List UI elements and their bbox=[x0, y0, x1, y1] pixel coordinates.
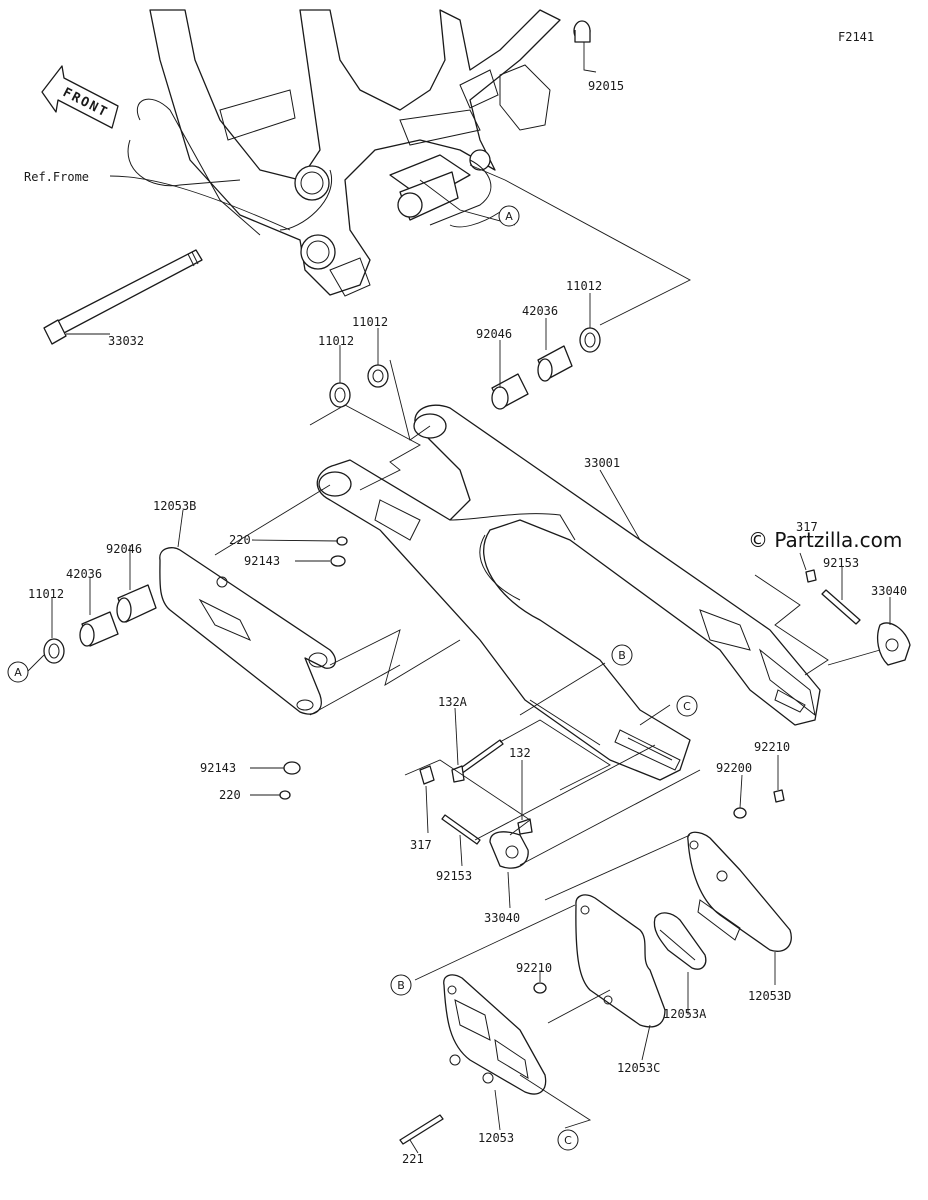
partzilla-watermark: © Partzilla.com bbox=[748, 528, 903, 552]
part-label-92210-b: 92210 bbox=[516, 961, 552, 975]
svg-text:B: B bbox=[397, 979, 405, 992]
swingarm-33001 bbox=[316, 404, 821, 781]
part-label-220-b: 220 bbox=[219, 788, 241, 802]
part-label-92153-a: 92153 bbox=[823, 556, 859, 570]
part-label-12053A: 12053A bbox=[663, 1007, 707, 1021]
frame-note-label: Ref.Frome bbox=[24, 170, 89, 184]
ref-marker-b-guide: B bbox=[390, 974, 412, 996]
part-label-42036-b: 42036 bbox=[66, 567, 102, 581]
svg-text:C: C bbox=[564, 1134, 572, 1147]
part-label-92015: 92015 bbox=[588, 79, 624, 93]
part-label-11012-d: 11012 bbox=[28, 587, 64, 601]
part-label-92200: 92200 bbox=[716, 761, 752, 775]
part-label-317-a: 317 bbox=[796, 520, 818, 534]
chain-guide-assembly bbox=[443, 831, 792, 1095]
ref-marker-c-guide: C bbox=[557, 1129, 579, 1151]
pivot-shaft-33032 bbox=[43, 249, 203, 345]
chain-guide-12053B bbox=[43, 536, 348, 800]
part-label-220-a: 220 bbox=[229, 533, 251, 547]
part-label-33001: 33001 bbox=[584, 456, 620, 470]
part-label-33040-b: 33040 bbox=[484, 911, 520, 925]
part-label-92210-a: 92210 bbox=[754, 740, 790, 754]
part-label-92046-b: 92046 bbox=[106, 542, 142, 556]
svg-text:B: B bbox=[618, 649, 626, 662]
part-label-12053D: 12053D bbox=[748, 989, 791, 1003]
part-label-221: 221 bbox=[402, 1152, 424, 1166]
front-arrow-icon: FRONT bbox=[41, 65, 119, 129]
part-label-12053C: 12053C bbox=[617, 1061, 660, 1075]
part-label-92046-a: 92046 bbox=[476, 327, 512, 341]
frame-outline bbox=[127, 9, 561, 297]
bearing-group-upper bbox=[329, 20, 601, 410]
part-labels: Ref.Frome 92015 33032 11012 11012 11012 … bbox=[24, 79, 907, 1166]
part-label-33032: 33032 bbox=[108, 334, 144, 348]
part-label-11012-c: 11012 bbox=[566, 279, 602, 293]
leader-lines bbox=[27, 42, 891, 1154]
part-label-317-b: 317 bbox=[410, 838, 432, 852]
ref-marker-c-swingarm: C bbox=[676, 695, 698, 717]
part-label-11012-a: 11012 bbox=[318, 334, 354, 348]
hardware-group bbox=[399, 569, 911, 1145]
svg-text:C: C bbox=[683, 700, 691, 713]
part-label-92143-b: 92143 bbox=[200, 761, 236, 775]
part-label-132A: 132A bbox=[438, 695, 468, 709]
part-label-12053: 12053 bbox=[478, 1131, 514, 1145]
svg-text:A: A bbox=[14, 666, 22, 679]
ref-marker-b-swingarm: B bbox=[611, 644, 633, 666]
part-label-33040-a: 33040 bbox=[871, 584, 907, 598]
part-label-92143-a: 92143 bbox=[244, 554, 280, 568]
part-label-42036-a: 42036 bbox=[522, 304, 558, 318]
part-label-11012-b: 11012 bbox=[352, 315, 388, 329]
ref-marker-a-left: A bbox=[7, 661, 29, 683]
ref-marker-a-top: A bbox=[498, 205, 520, 227]
part-label-132: 132 bbox=[509, 746, 531, 760]
svg-text:A: A bbox=[505, 210, 513, 223]
reference-markers: A A B B C C bbox=[7, 205, 698, 1151]
figure-code: F2141 bbox=[838, 30, 875, 44]
part-label-92153-b: 92153 bbox=[436, 869, 472, 883]
part-label-12053B: 12053B bbox=[153, 499, 196, 513]
